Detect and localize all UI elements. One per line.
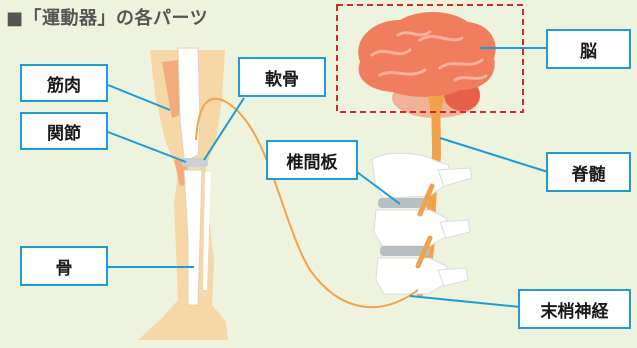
cartilage: [182, 158, 208, 167]
femur: [177, 47, 201, 161]
label-spinal-cord: 脊髄: [546, 152, 631, 192]
label-brain: 脳: [546, 29, 631, 69]
brain-figure: [358, 11, 496, 120]
label-peripheral-nerve: 末梢神経: [518, 289, 631, 329]
peripheral-nerve: [195, 97, 419, 309]
diagram-title: ■「運動器」の各パーツ: [6, 8, 209, 29]
tibia: [183, 169, 203, 306]
label-disc: 椎間板: [266, 140, 358, 180]
leg-figure: [138, 47, 228, 340]
label-bone: 骨: [20, 246, 108, 286]
brain-highlight-box: [336, 4, 524, 113]
thigh-muscle: [162, 60, 180, 118]
leader-lines: [107, 47, 549, 308]
label-muscle: 筋肉: [20, 64, 108, 102]
vertebrae: [371, 152, 473, 295]
fibula: [203, 172, 211, 290]
brain: [358, 11, 496, 97]
label-joint: 関節: [20, 112, 108, 150]
label-cartilage: 軟骨: [238, 57, 326, 97]
